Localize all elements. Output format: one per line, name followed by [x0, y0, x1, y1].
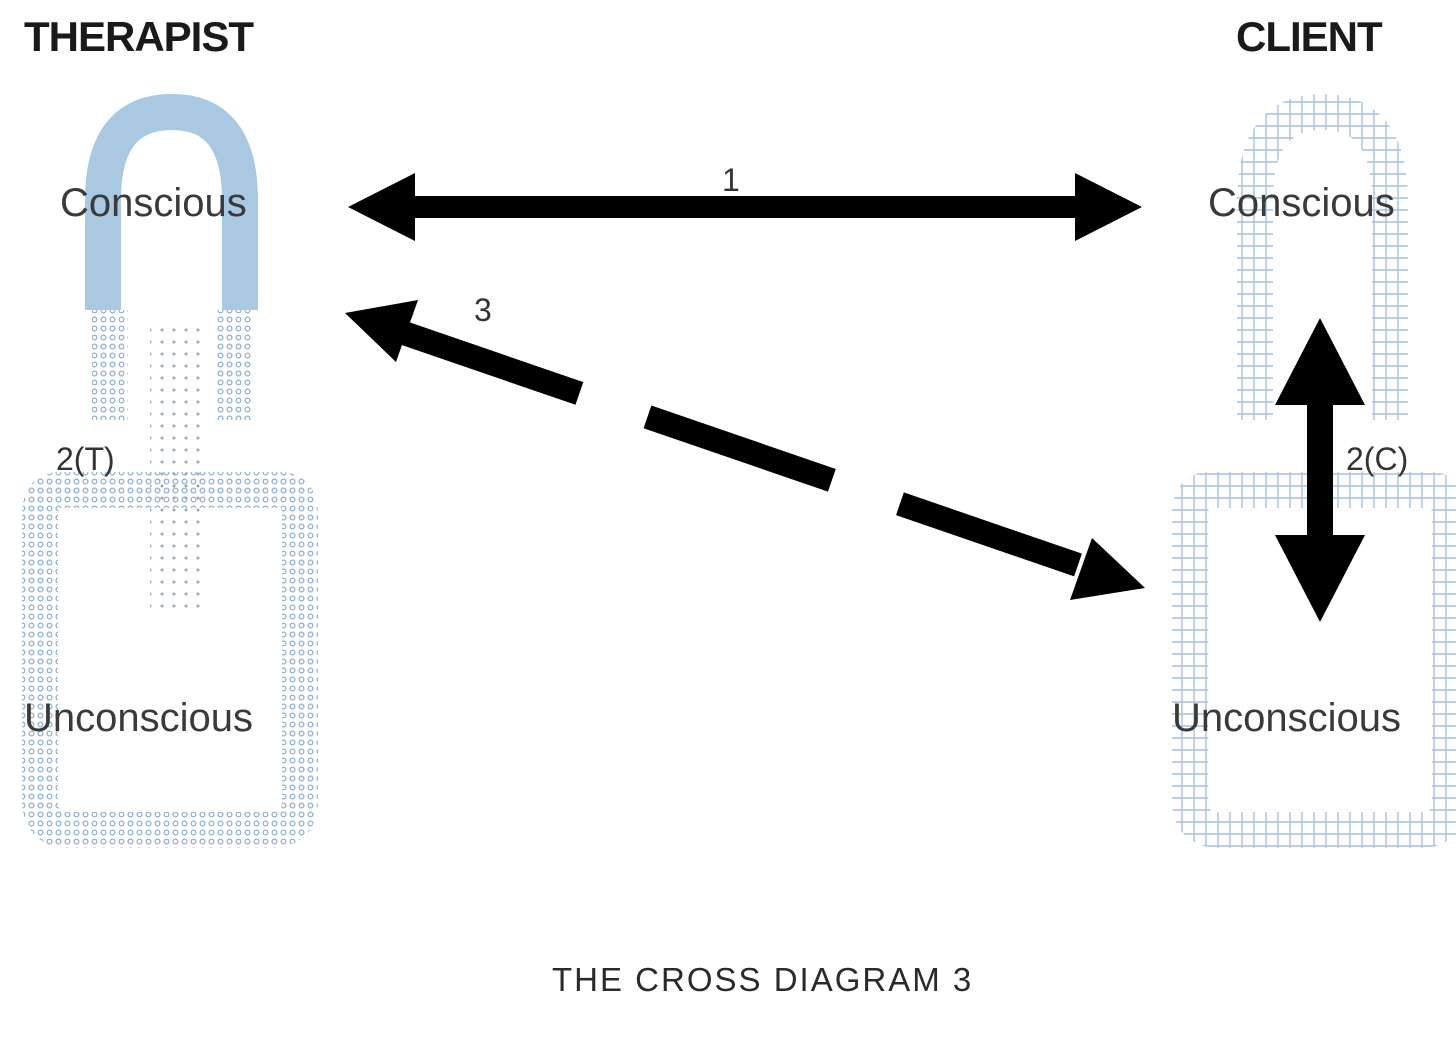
therapist-figure — [22, 93, 318, 848]
arrow-1-head-left — [348, 173, 415, 241]
arrow-3 — [345, 300, 1145, 600]
therapist-heading: THERAPIST — [24, 13, 254, 60]
arrow-1-head-right — [1075, 173, 1142, 241]
arrow-2c-head-up — [1275, 318, 1365, 405]
client-heading: CLIENT — [1236, 13, 1383, 60]
arrow-2c-label: 2(C) — [1346, 441, 1409, 477]
therapist-conscious-shape — [85, 93, 258, 310]
therapist-conscious-label: Conscious — [60, 181, 247, 225]
client-figure — [1172, 93, 1456, 848]
diagram-caption: THE CROSS DIAGRAM 3 — [552, 961, 974, 998]
therapist-inner-dots — [150, 320, 205, 610]
arrow-3-head-left — [345, 300, 418, 362]
therapist-unconscious-shape — [22, 472, 318, 848]
client-conscious-shape — [1237, 93, 1408, 420]
arrow-2c — [1275, 318, 1365, 622]
client-unconscious-shape — [1172, 472, 1456, 848]
arrow-3-label: 3 — [474, 292, 492, 328]
arrow-3-head-right — [1070, 538, 1145, 600]
therapist-unconscious-label: Unconscious — [24, 696, 254, 740]
arrow-1-label: 1 — [722, 162, 740, 198]
arrow-2t-label: 2(T) — [56, 441, 115, 477]
arrow-2c-head-down — [1275, 535, 1365, 622]
client-unconscious-label: Unconscious — [1172, 696, 1402, 740]
client-conscious-label: Conscious — [1208, 181, 1395, 225]
therapist-neck-shape — [92, 310, 253, 420]
arrow-1 — [348, 173, 1142, 241]
